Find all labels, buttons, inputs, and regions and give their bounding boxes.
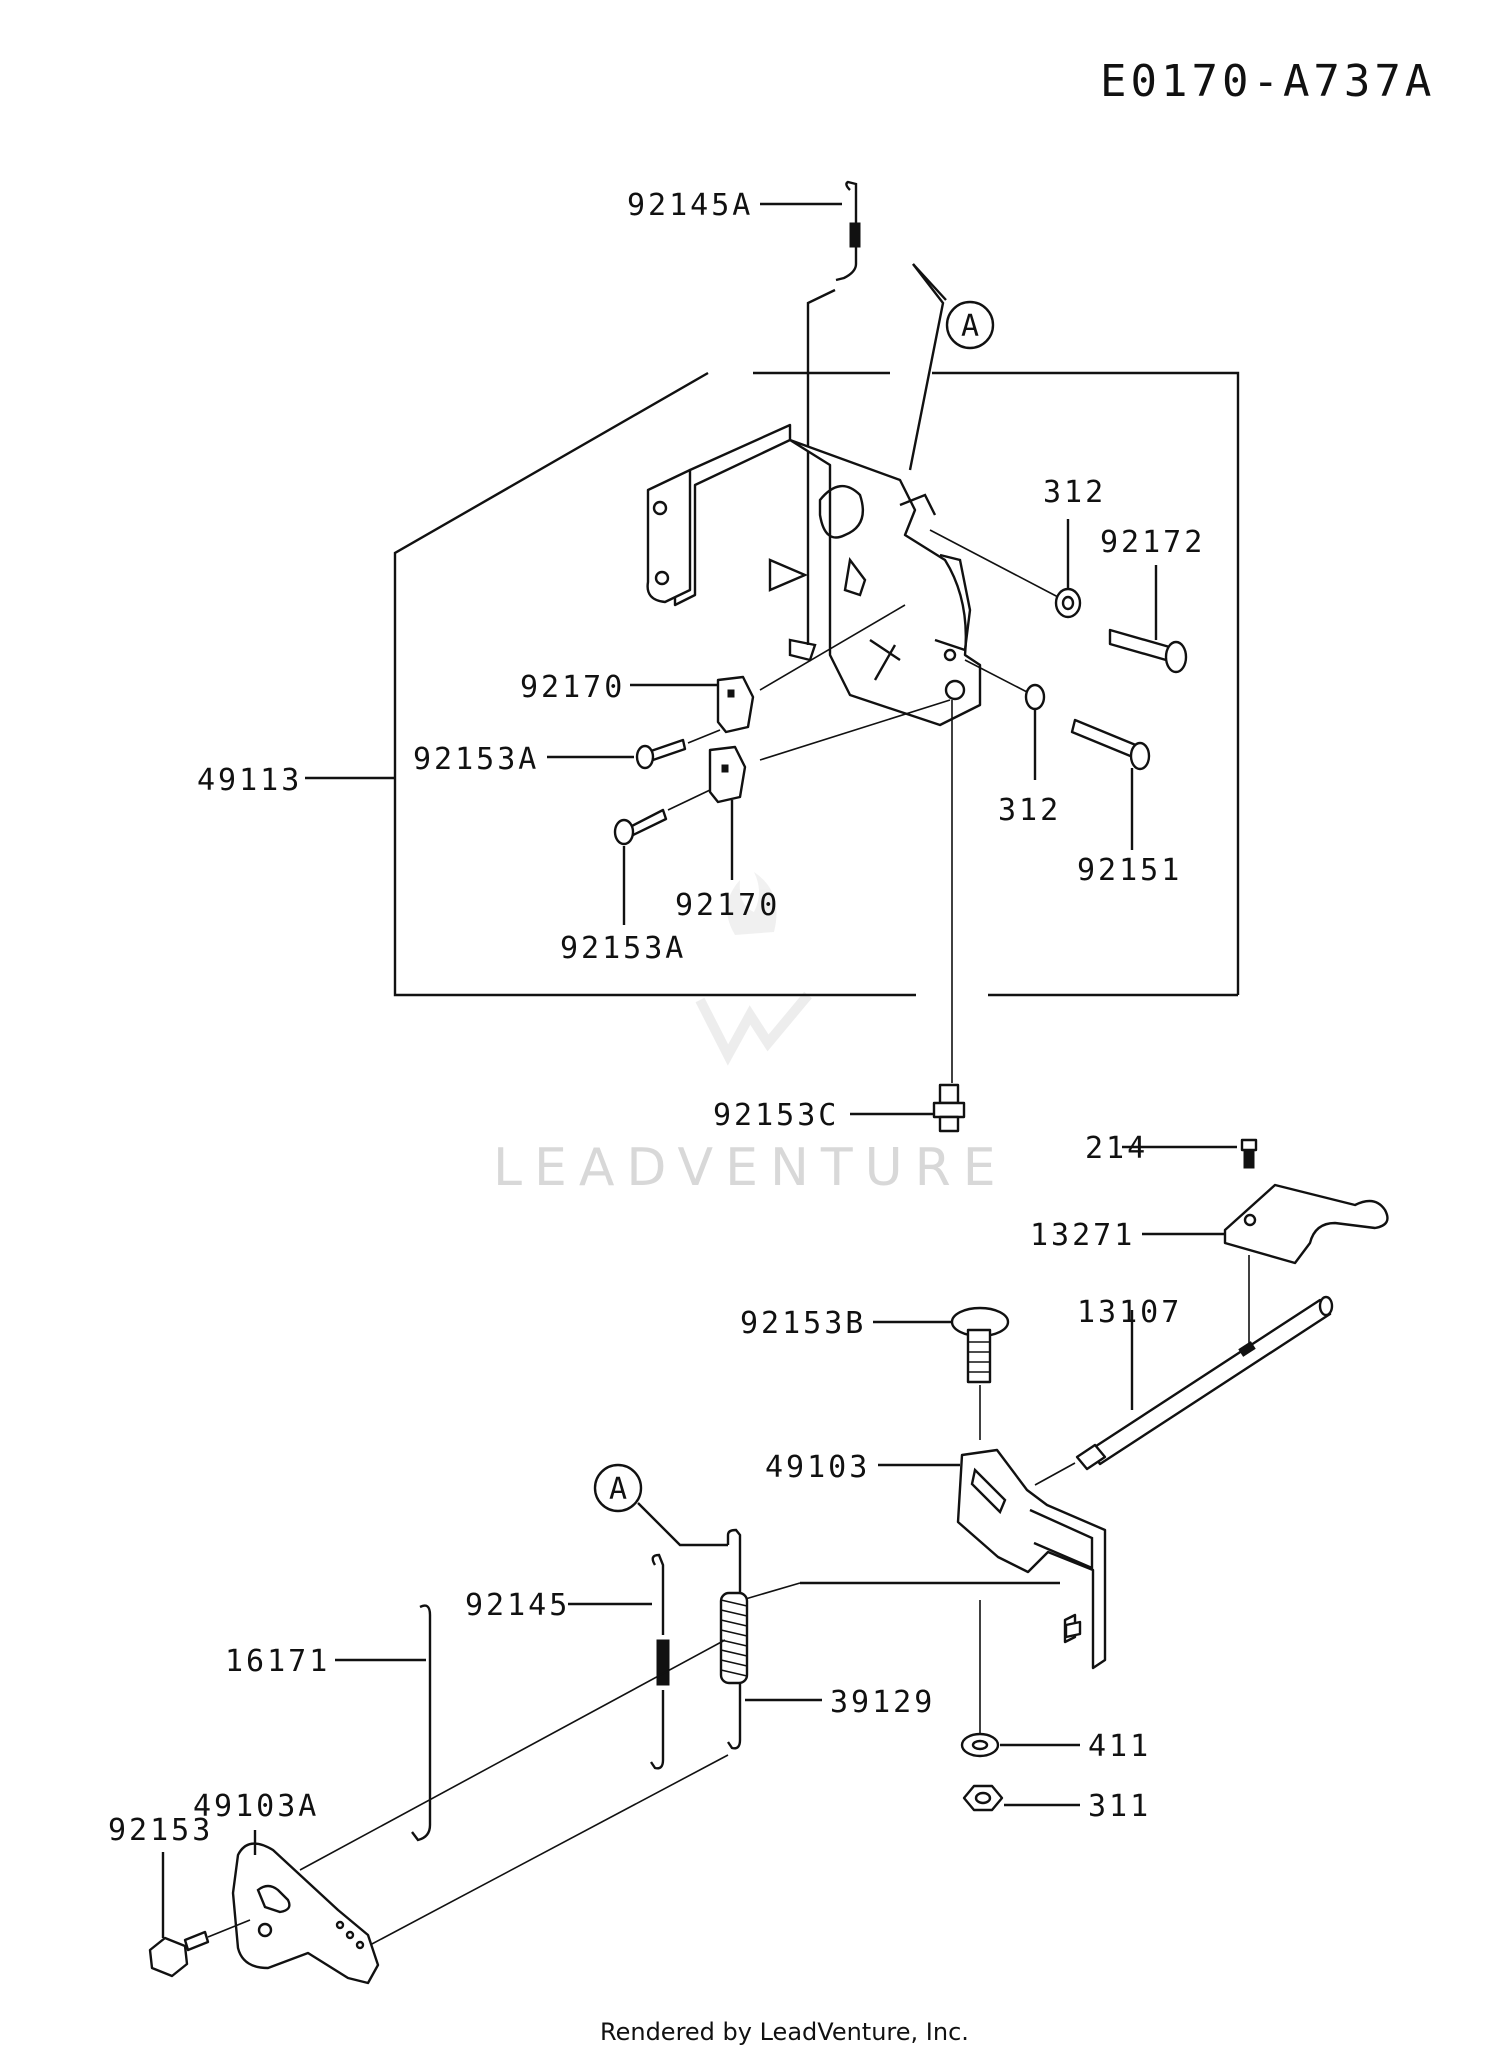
watermark-logo [695, 872, 812, 1066]
bolt-92153 [148, 1930, 210, 1978]
label-312-bottom: 312 [998, 793, 1061, 828]
label-49113: 49113 [197, 763, 302, 798]
link-line-spring [806, 288, 836, 645]
label-39129: 39129 [830, 1685, 935, 1720]
label-214: 214 [1085, 1131, 1148, 1166]
bolt-92153C [932, 1083, 966, 1133]
label-92151: 92151 [1077, 853, 1182, 888]
label-49103: 49103 [765, 1450, 870, 1485]
link-line-A [908, 263, 945, 471]
callout-A-top: A [912, 263, 995, 350]
lever-49103A [231, 1842, 380, 1985]
label-92153: 92153 [108, 1813, 213, 1848]
spring-39129 [719, 1528, 749, 1750]
label-92172: 92172 [1100, 525, 1205, 560]
watermark-text: LEADVENTURE [493, 1138, 1008, 1198]
screw-92153A-bottom [613, 808, 668, 846]
axis-line-92153A-bottom [667, 789, 711, 811]
washer-411 [960, 1732, 1000, 1758]
axis-line-92153 [207, 1919, 251, 1938]
shaft-13107 [1075, 1295, 1334, 1471]
plate-13271 [1223, 1183, 1389, 1265]
label-312-top: 312 [1043, 475, 1106, 510]
clip-92170-top [716, 675, 755, 734]
spring-92145A [835, 180, 861, 282]
footer-credit: Rendered by LeadVenture, Inc. [600, 2018, 969, 2046]
label-92145A: 92145A [627, 188, 753, 223]
label-49103A: 49103A [193, 1789, 319, 1824]
label-92153B: 92153B [740, 1306, 866, 1341]
label-311: 311 [1088, 1789, 1151, 1824]
axis-line-92170-top [759, 604, 906, 691]
label-92153C: 92153C [713, 1098, 839, 1133]
axis-line-92153A-top [687, 729, 721, 744]
bolt-92151 [1070, 718, 1151, 771]
label-13271: 13271 [1030, 1218, 1135, 1253]
spring-92145 [650, 1553, 670, 1770]
label-92153A-top: 92153A [413, 742, 539, 777]
bolt-92172 [1108, 628, 1188, 674]
axis-line-13107 [1034, 1462, 1076, 1486]
label-411: 411 [1088, 1729, 1151, 1764]
label-16171: 16171 [225, 1644, 330, 1679]
svg-text:A: A [609, 1472, 630, 1507]
label-92170-bottom: 92170 [675, 888, 780, 923]
washer-312-top [1054, 587, 1082, 619]
svg-text:A: A [961, 309, 982, 344]
screw-92153A-top [635, 738, 687, 770]
screw-214 [1240, 1138, 1258, 1169]
label-92170-top: 92170 [520, 670, 625, 705]
axis-line-312-bottom [964, 659, 1028, 693]
bolt-92153B [950, 1306, 1010, 1384]
link-line-spring-lever-2 [741, 1582, 801, 1601]
nut-311 [962, 1784, 1004, 1812]
diagram-code: E0170-A737A [1100, 56, 1435, 107]
callout-A-bottom: A [593, 1463, 728, 1547]
washer-312-bottom [1024, 683, 1046, 711]
label-92153A-bottom: 92153A [560, 931, 686, 966]
assembly-box-49113 [393, 371, 1240, 997]
axis-line-312-top [929, 529, 1059, 598]
label-92145: 92145 [465, 1588, 570, 1623]
link-line-lower-2 [369, 1754, 729, 1946]
axis-line-92170-bottom [759, 699, 951, 761]
clip-92170-bottom [708, 745, 747, 804]
lever-49103 [956, 1448, 1107, 1670]
control-bracket-49113 [646, 423, 982, 727]
label-13107: 13107 [1077, 1295, 1182, 1330]
link-line-lower-1 [299, 1639, 726, 1871]
rod-16171 [411, 1604, 432, 1842]
